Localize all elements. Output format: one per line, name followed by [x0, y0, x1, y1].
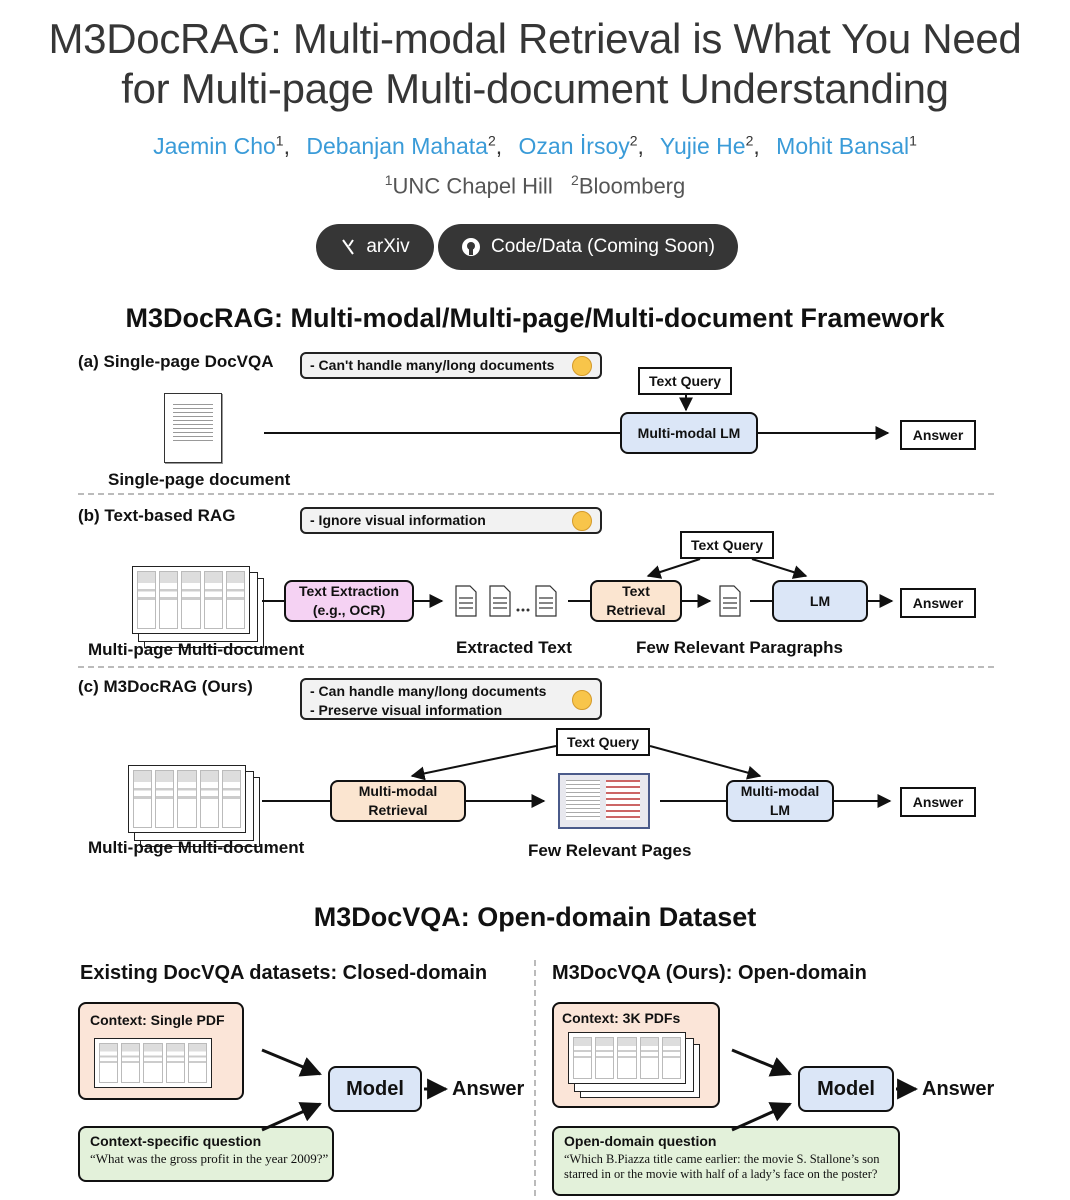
note-b: - Ignore visual information [300, 507, 602, 534]
context-specific-question-box: Context-specific question “What was the … [78, 1126, 334, 1182]
multi-document-stack-b [132, 566, 250, 634]
answer-closed: Answer [452, 1078, 525, 1100]
note-a: - Can't handle many/long documents [300, 352, 602, 379]
author-link[interactable]: Yujie He2 [659, 132, 754, 159]
arxiv-button[interactable]: arXiv [316, 224, 434, 270]
text-extraction-box: Text Extraction(e.g., OCR) [284, 580, 414, 622]
open-domain-heading: M3DocVQA (Ours): Open-domain [552, 962, 867, 984]
model-box-closed: Model [328, 1066, 422, 1112]
author-link[interactable]: Debanjan Mahata2 [306, 132, 496, 159]
author-link[interactable]: Jaemin Cho1 [153, 132, 284, 159]
single-page-document-label: Single-page document [108, 470, 291, 489]
multi-document-stack-c [128, 765, 246, 833]
extracted-text-label: Extracted Text [456, 638, 572, 657]
title-line-1: M3DocRAG: Multi-modal Retrieval is What … [48, 15, 1022, 62]
single-page-document-icon [164, 393, 222, 463]
sad-face-icon [572, 511, 592, 531]
answer-open: Answer [922, 1078, 995, 1100]
single-pdf-context-box: Context: Single PDF [78, 1002, 244, 1100]
smiling-face-icon [572, 690, 592, 710]
title-line-2: for Multi-page Multi-document Understand… [121, 65, 949, 112]
label-m3docrag-ours: (c) M3DocRAG (Ours) [78, 677, 253, 696]
page-title: M3DocRAG: Multi-modal Retrieval is What … [0, 14, 1070, 114]
answer-c: Answer [900, 787, 976, 817]
github-icon [462, 238, 481, 256]
affiliations: 1UNC Chapel Hill 2Bloomberg [384, 172, 686, 199]
relevant-pages-thumbnail [558, 773, 650, 829]
text-query-a: Text Query [638, 367, 732, 395]
code-data-button[interactable]: Code/Data (Coming Soon) [438, 224, 738, 270]
closed-domain-heading: Existing DocVQA datasets: Closed-domain [80, 962, 488, 984]
text-query-b: Text Query [680, 531, 774, 559]
paragraph-icon [718, 584, 744, 623]
document-icon [719, 585, 741, 617]
label-text-based-rag: (b) Text-based RAG [78, 506, 236, 525]
author-link[interactable]: Ozan İrsoy2 [518, 132, 638, 159]
multi-document-label-b: Multi-page Multi-document [88, 640, 305, 659]
multimodal-lm-a: Multi-modal LM [620, 412, 758, 454]
answer-b: Answer [900, 588, 976, 618]
few-relevant-paragraphs-label: Few Relevant Paragraphs [636, 638, 843, 657]
framework-title: M3DocRAG: Multi-modal/Multi-page/Multi-d… [125, 303, 945, 333]
document-icons [455, 585, 557, 617]
answer-a: Answer [900, 420, 976, 450]
dataset-divider [534, 960, 536, 1196]
model-box-open: Model [798, 1066, 894, 1112]
text-query-c: Text Query [556, 728, 650, 756]
open-domain-question-box: Open-domain question “Which B.Piazza tit… [552, 1126, 900, 1196]
dataset-title: M3DocVQA: Open-domain Dataset [313, 902, 757, 932]
3k-pdfs-context-box: Context: 3K PDFs [552, 1002, 720, 1108]
label-single-page-docvqa: (a) Single-page DocVQA [78, 352, 274, 371]
lm-box: LM [772, 580, 868, 622]
author-link[interactable]: Mohit Bansal1 [776, 132, 917, 159]
3k-pdfs-thumbnails [568, 1032, 686, 1084]
extracted-text-icons [454, 584, 564, 623]
note-c: - Can handle many/long documents- Preser… [300, 678, 602, 720]
divider-1 [78, 493, 994, 495]
author-list: Jaemin Cho1, Debanjan Mahata2, Ozan İrso… [153, 132, 917, 159]
arxiv-icon [342, 239, 355, 255]
multi-document-label-c: Multi-page Multi-document [88, 838, 305, 857]
sad-face-icon [572, 356, 592, 376]
single-pdf-thumbnails [94, 1038, 212, 1088]
few-relevant-pages-label: Few Relevant Pages [528, 841, 692, 860]
divider-2 [78, 666, 994, 668]
